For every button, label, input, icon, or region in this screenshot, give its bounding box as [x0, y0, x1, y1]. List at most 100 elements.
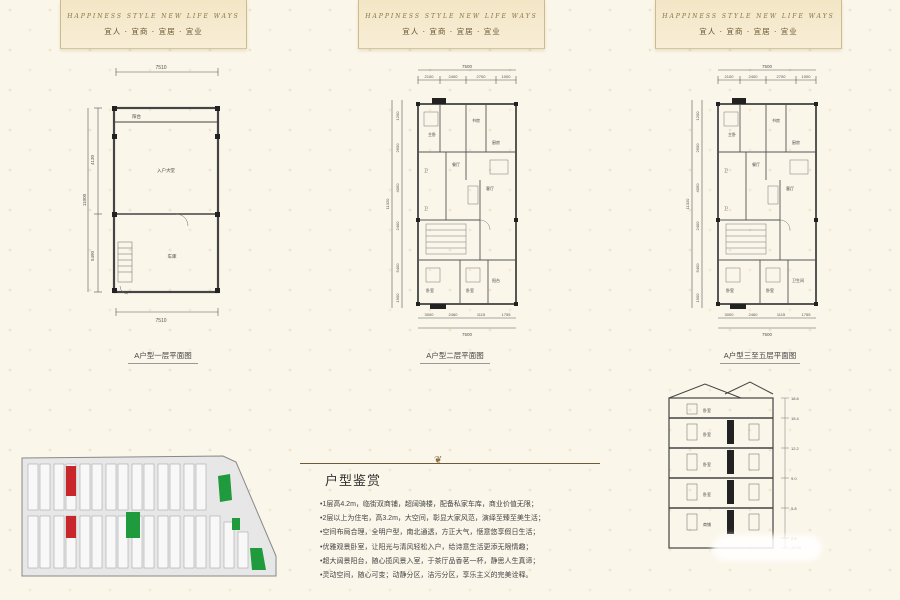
- dim-bottom: 1115: [477, 312, 486, 317]
- room-label: 主卧: [428, 131, 436, 137]
- room-label: 车库: [168, 253, 177, 260]
- description-item: •优雅观景卧室，让阳光与清风轻松入户，给诗意生活更添无限情趣；: [320, 543, 533, 551]
- dim-left-total: 11320: [385, 198, 390, 210]
- dim-left-total: 11000: [82, 193, 87, 206]
- dim-left: 2400: [695, 221, 700, 231]
- dim-left: 4050: [695, 183, 700, 193]
- banner-right: HAPPINESS STYLE NEW LIFE WAYS 宜人 · 宜商 · …: [655, 0, 842, 49]
- dim-bottom: 3000: [425, 312, 435, 317]
- room-label: 主卧: [728, 131, 736, 137]
- description-title: 户型鉴赏: [325, 473, 382, 488]
- floor1-plan: 7510 7510 4130 5490 11000 阳台 入户大堂 车库: [82, 65, 220, 324]
- banner-script: HAPPINESS STYLE NEW LIFE WAYS: [67, 13, 240, 20]
- dim-left: 2400: [395, 221, 400, 231]
- dim-bottom: 2460: [749, 312, 759, 317]
- room-label: 卧室: [426, 287, 434, 293]
- ornament-icon: ❦: [434, 455, 443, 466]
- floor1-caption: A户型一层平面图: [128, 350, 198, 364]
- section-room-label: 卧室: [703, 461, 711, 467]
- description-item: •1层高4.2m，临街双商铺，超阔骑楼，配备私家车库，商业价值无限；: [320, 501, 538, 508]
- dim-left-total: 11320: [685, 198, 690, 210]
- highlight-green: [232, 518, 240, 530]
- dim-top-total: 7500: [462, 64, 473, 69]
- dim-top: 2400: [449, 74, 459, 79]
- dim-top-total: 7500: [762, 64, 773, 69]
- dim-left-b: 5490: [90, 250, 95, 261]
- banner-slogan: 宜人 · 宜商 · 宜居 · 宜业: [104, 27, 203, 36]
- dim-bottom: 7510: [155, 318, 166, 324]
- highlight-green: [126, 512, 140, 538]
- dim-left: 2600: [395, 143, 400, 153]
- dim-left: 1200: [395, 111, 400, 121]
- watermark-blur: [712, 535, 822, 561]
- description-item: •灵动空间，随心可变；动静分区，洁污分区，享乐主义的完美诠释。: [320, 572, 533, 580]
- dim-bottom-total: 7500: [462, 332, 473, 337]
- description-item: •空间布局合理，全明户型，南北通透，方正大气，惬意悠享假日生活；: [320, 529, 540, 537]
- dim-left: 1900: [695, 293, 700, 303]
- site-plan: [21, 455, 277, 577]
- dim-left: 5400: [695, 263, 700, 273]
- room-label: 阳台: [132, 113, 141, 120]
- dim-bottom: 1755: [502, 312, 512, 317]
- highlight-red: [66, 516, 76, 538]
- room-label: 阳台: [492, 277, 500, 283]
- room-label: 卫: [424, 168, 428, 173]
- dim-top: 1000: [502, 74, 512, 79]
- room-label: 餐厅: [752, 161, 760, 167]
- section-drawing: 18.6 15.4 12.2 9.0 5.8 2.6 ±0.00 卧室 卧室 卧…: [668, 381, 802, 550]
- room-label: 书房: [472, 117, 480, 123]
- floor3-caption: A户型三至五层平面图: [720, 350, 800, 364]
- room-label: 卫: [724, 206, 728, 211]
- room-label: 卧室: [766, 287, 774, 293]
- dim-left-a: 4130: [90, 154, 95, 165]
- description-item: •2层以上为住宅，高3.2m，大空间，彰显大家风范，演绎至臻至美生活；: [320, 515, 545, 523]
- room-label: 卧室: [726, 287, 734, 293]
- dim-bottom-total: 7500: [762, 332, 773, 337]
- floor2-plan: 7500 2100 2400 2700 1000 3000 2460 1115 …: [385, 64, 518, 337]
- level-label: 15.4: [791, 416, 800, 421]
- banner-script: HAPPINESS STYLE NEW LIFE WAYS: [365, 13, 538, 20]
- dim-top: 2400: [749, 74, 759, 79]
- dim-bottom: 3000: [725, 312, 735, 317]
- banner-left: HAPPINESS STYLE NEW LIFE WAYS 宜人 · 宜商 · …: [60, 0, 247, 49]
- banner-script: HAPPINESS STYLE NEW LIFE WAYS: [662, 13, 835, 20]
- room-label: 厨房: [492, 139, 500, 145]
- floor3-plan: 7500 2100 2400 2700 1000 3000 2460 1115 …: [685, 64, 818, 337]
- highlight-red: [66, 466, 76, 496]
- banner-center: HAPPINESS STYLE NEW LIFE WAYS 宜人 · 宜商 · …: [358, 0, 545, 49]
- room-label: 卫: [424, 206, 428, 211]
- room-label: 卫生间: [792, 277, 804, 283]
- level-label: 5.8: [791, 506, 797, 511]
- dim-left: 2600: [695, 143, 700, 153]
- description-item: •超大阔景阳台，随心揽风景入室，于茶厅品香茗一杯，静思人生真谛；: [320, 557, 540, 565]
- section-room-label: 卧室: [703, 431, 711, 437]
- banner-slogan: 宜人 · 宜商 · 宜居 · 宜业: [402, 27, 501, 36]
- dim-top: 7510: [155, 65, 166, 71]
- level-label: 12.2: [791, 446, 800, 451]
- room-label: 客厅: [786, 185, 794, 191]
- section-room-label: 卧室: [703, 407, 711, 413]
- dim-top: 2100: [725, 74, 735, 79]
- dim-left: 1200: [695, 111, 700, 121]
- room-label: 入户大堂: [157, 167, 175, 174]
- highlight-green: [218, 474, 232, 502]
- dim-left: 1900: [395, 293, 400, 303]
- floor2-caption: A户型二层平面图: [420, 350, 490, 364]
- dim-bottom: 1755: [802, 312, 812, 317]
- level-label: 18.6: [791, 396, 800, 401]
- room-label: 卫: [724, 168, 728, 173]
- dim-top: 1000: [802, 74, 812, 79]
- dim-top: 2100: [425, 74, 435, 79]
- room-label: 餐厅: [452, 161, 460, 167]
- dim-top: 2700: [477, 74, 487, 79]
- highlight-green: [250, 548, 266, 570]
- section-room-label: 卧室: [703, 491, 711, 497]
- level-label: 9.0: [791, 476, 797, 481]
- dim-top: 2700: [777, 74, 787, 79]
- dim-bottom: 2460: [449, 312, 459, 317]
- dim-left: 5400: [395, 263, 400, 273]
- room-label: 厨房: [792, 139, 800, 145]
- room-label: 卧室: [466, 287, 474, 293]
- description-list: •1层高4.2m，临街双商铺，超阔骑楼，配备私家车库，商业价值无限； •2层以上…: [320, 498, 650, 583]
- room-label: 书房: [772, 117, 780, 123]
